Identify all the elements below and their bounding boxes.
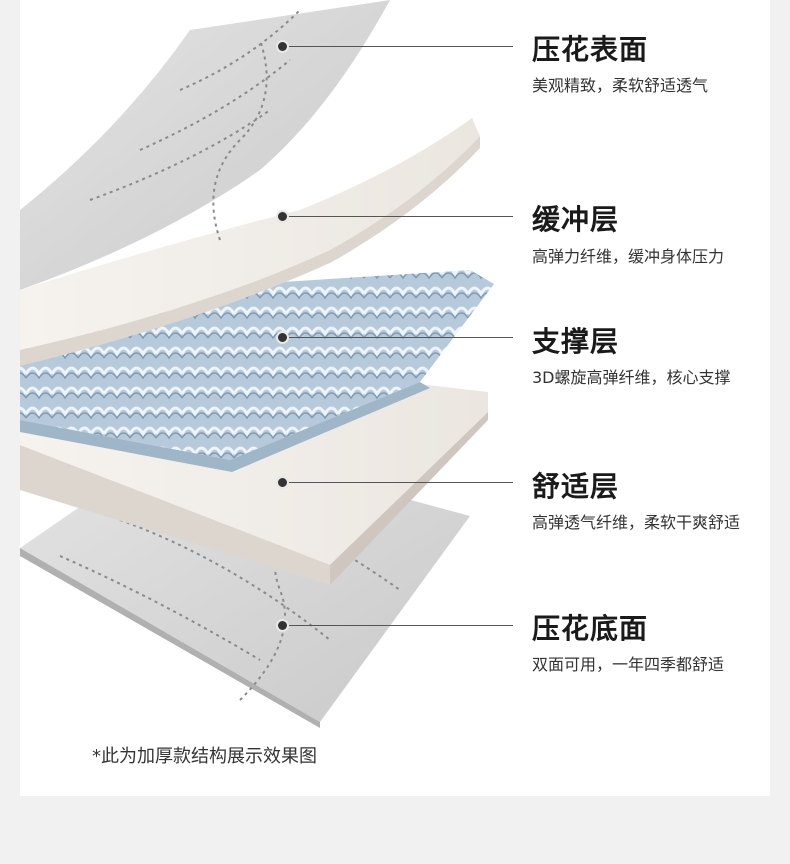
callout-line-support bbox=[283, 337, 513, 338]
callout-line-cushion bbox=[283, 216, 513, 217]
layer-title-cushion: 缓冲层 bbox=[532, 203, 620, 236]
callout-line-comfort bbox=[283, 482, 513, 483]
layer-title-top-surface: 压花表面 bbox=[532, 33, 649, 66]
callout-line-bottom-surface bbox=[283, 625, 513, 626]
layer-title-bottom-surface: 压花底面 bbox=[532, 612, 649, 645]
layer-desc-bottom-surface: 双面可用，一年四季都舒适 bbox=[532, 655, 725, 674]
cushion-foam-layer bbox=[20, 118, 480, 366]
callout-line-top-surface bbox=[283, 46, 513, 47]
callout-dot-bottom-surface bbox=[276, 619, 289, 632]
callout-dot-comfort bbox=[276, 476, 289, 489]
layer-desc-support: 3D螺旋高弹纤维，核心支撑 bbox=[532, 368, 731, 387]
footnote: *此为加厚款结构展示效果图 bbox=[92, 746, 317, 767]
top-quilted-layer bbox=[20, 0, 390, 290]
layer-title-comfort: 舒适层 bbox=[532, 470, 620, 503]
layer-title-support: 支撑层 bbox=[532, 325, 620, 358]
layer-desc-comfort: 高弹透气纤维，柔软干爽舒适 bbox=[532, 513, 741, 532]
callout-dot-support bbox=[276, 331, 289, 344]
callout-dot-cushion bbox=[276, 210, 289, 223]
layer-desc-cushion: 高弹力纤维，缓冲身体压力 bbox=[532, 247, 725, 266]
layer-desc-top-surface: 美观精致，柔软舒适透气 bbox=[532, 76, 709, 95]
callout-dot-top-surface bbox=[276, 40, 289, 53]
